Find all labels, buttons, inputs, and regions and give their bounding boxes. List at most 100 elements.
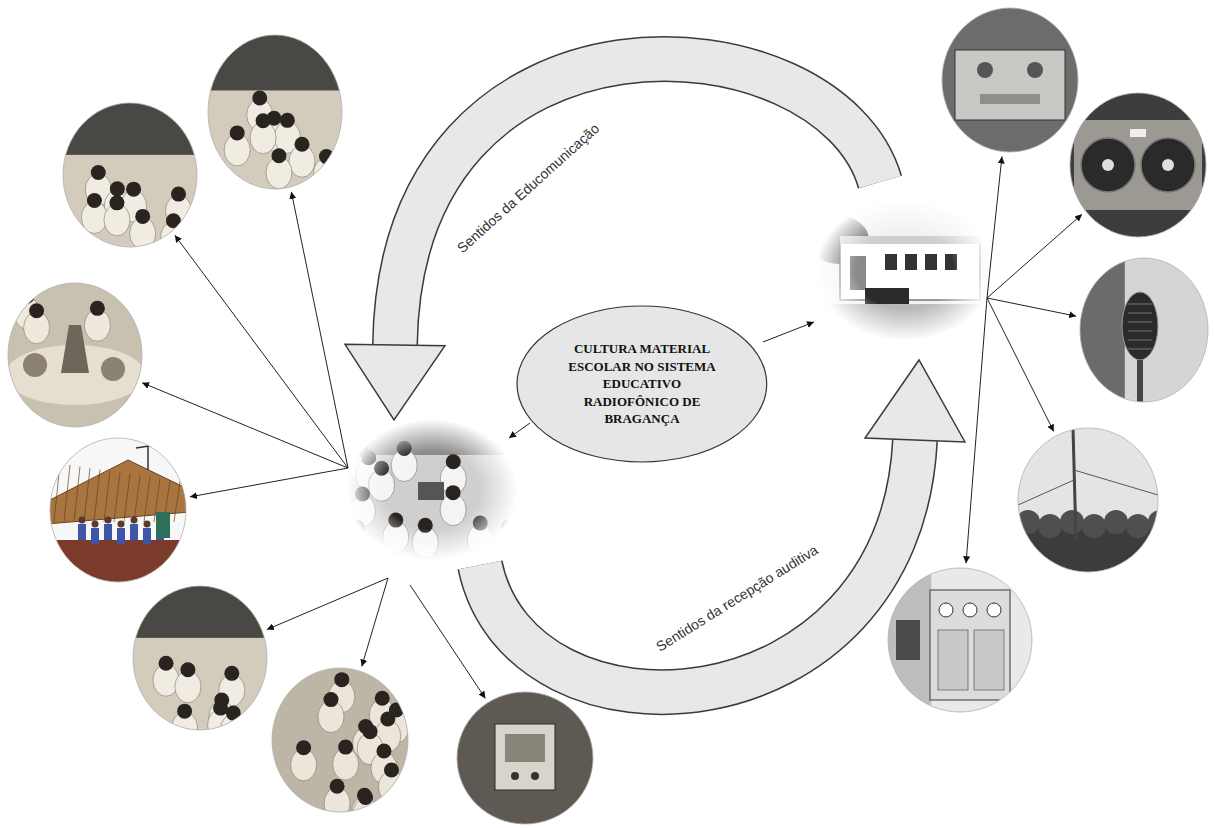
roof-thatch — [84, 468, 90, 522]
photo-border — [888, 568, 1032, 712]
curved-arrow — [345, 59, 965, 692]
person-body — [136, 717, 162, 749]
photo-circle — [1016, 428, 1172, 664]
photo-tape — [942, 8, 1078, 152]
photo-ground — [817, 200, 993, 340]
spoke-arrow — [966, 298, 987, 563]
figure — [78, 524, 86, 540]
photo-ground — [133, 586, 267, 730]
arrow-label-holder: Sentidos da Educomunicação — [452, 119, 603, 258]
cabinet-door — [974, 630, 1004, 690]
photo-vignette — [816, 199, 994, 341]
roof-thatch — [74, 467, 80, 523]
ellipse-shape — [517, 306, 767, 462]
tree — [1038, 514, 1062, 538]
microphone-grille — [1128, 313, 1152, 314]
person-head — [110, 181, 125, 196]
photo-vignette — [346, 419, 518, 561]
photo-circle — [272, 668, 409, 828]
person-head — [271, 148, 286, 163]
microphone-grille — [1128, 331, 1152, 332]
figure-head — [92, 521, 99, 528]
arrow-label: Sentidos da recepção auditiva — [652, 540, 823, 655]
spoke-lines — [142, 157, 1082, 699]
person-head — [91, 165, 106, 180]
person-head — [296, 740, 311, 755]
photo-cabinet — [888, 568, 1032, 712]
photo-ground — [888, 568, 1032, 712]
curved-arrow-outline — [480, 440, 915, 692]
person-head — [358, 790, 373, 805]
lamp — [61, 325, 89, 373]
spoke-arrow — [190, 468, 348, 497]
photo-ground — [457, 692, 593, 824]
spoke-arrow — [987, 214, 1082, 298]
figure-head — [79, 517, 86, 524]
tape-reel — [1027, 62, 1043, 78]
person-head — [363, 724, 378, 739]
photo-border — [942, 8, 1078, 152]
roof-thatch — [134, 476, 140, 523]
photo-building — [809, 200, 993, 344]
photo-border — [8, 283, 142, 427]
person-head — [380, 711, 395, 726]
person-head — [375, 691, 390, 706]
spoke-arrow — [362, 578, 388, 667]
person-head — [330, 779, 345, 794]
radio-speaker — [505, 734, 545, 762]
person-head — [295, 137, 310, 152]
person-head — [224, 666, 239, 681]
person-head — [338, 740, 353, 755]
tree — [1060, 510, 1084, 534]
reel — [1081, 138, 1135, 192]
figure — [143, 528, 151, 544]
figure — [91, 528, 99, 544]
photo-circle — [1080, 258, 1208, 410]
hub-photo — [809, 199, 994, 344]
roof-thatch — [114, 473, 120, 523]
radio-knob — [531, 772, 539, 780]
chalkboard — [133, 586, 267, 638]
chalkboard — [208, 35, 342, 90]
tree — [1016, 510, 1040, 534]
text-holder: CULTURA MATERIAL ESCOLAR NO SISTEMA EDUC… — [558, 340, 726, 428]
photo-ground — [942, 8, 1078, 152]
person-head — [230, 125, 245, 140]
photo-circle — [44, 438, 190, 582]
photo-mic — [1080, 258, 1208, 410]
photo-circle — [942, 8, 1078, 152]
photo-ground — [347, 420, 517, 560]
tape-reel — [977, 62, 993, 78]
photo-border — [1018, 428, 1158, 572]
person-head — [109, 195, 124, 210]
figure-head — [131, 517, 138, 524]
topic-ellipse: CULTURA MATERIAL ESCOLAR NO SISTEMA EDUC… — [516, 305, 768, 463]
photo-circle — [457, 692, 593, 824]
reel-plate — [1074, 120, 1202, 210]
roof-thatch — [94, 470, 100, 523]
microphone-stand — [1137, 360, 1143, 410]
photo-border — [1070, 93, 1206, 237]
hand — [101, 357, 125, 381]
photo-circles — [5, 8, 1208, 828]
meter — [987, 603, 1001, 617]
meter — [939, 603, 953, 617]
wire — [1074, 470, 1158, 495]
curved-arrow-head — [345, 344, 445, 420]
photo-house — [44, 438, 190, 582]
photo-radio — [457, 692, 593, 824]
person-head — [376, 743, 391, 758]
tree — [1104, 510, 1128, 534]
person-head — [19, 289, 34, 304]
roof-thatch — [64, 465, 70, 522]
radio-set — [495, 724, 555, 790]
roof-thatch — [174, 482, 180, 523]
photo-ground — [208, 35, 342, 189]
photo-pole — [1016, 428, 1172, 664]
person-head — [166, 213, 181, 228]
person-head — [256, 113, 271, 128]
photo-group — [344, 420, 521, 560]
microphone-grille — [1128, 304, 1152, 305]
doorway — [896, 620, 920, 660]
arrow-label-holder: Sentidos da recepção auditiva — [652, 540, 823, 655]
